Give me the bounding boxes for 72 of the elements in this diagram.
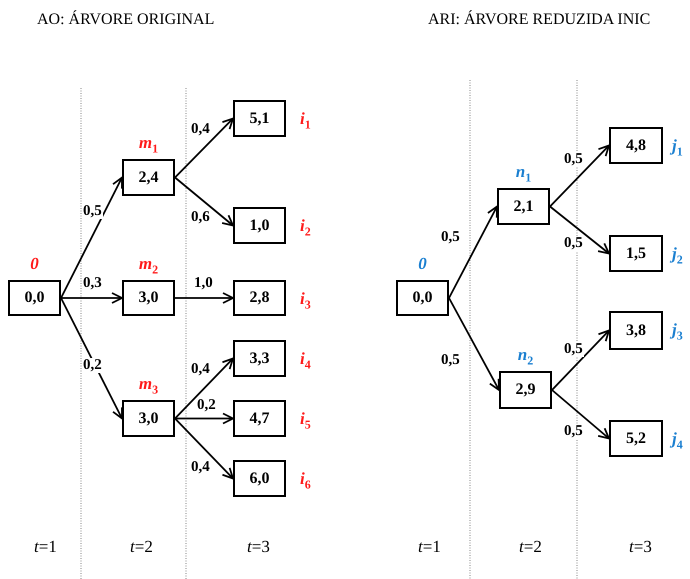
edge-label: 0,5 (563, 152, 584, 167)
edge-label: 0,4 (190, 362, 211, 377)
node-label: n$_{1}$ (516, 163, 532, 184)
edge-label: 0,2 (196, 398, 217, 413)
value-box: 2,1 (497, 188, 550, 225)
arrow (551, 389, 610, 440)
node-label: i$_{2}$ (300, 217, 311, 238)
arrow (174, 418, 234, 480)
arrow (175, 292, 234, 304)
tree-title: ARI: ÁRVORE REDUZIDA INIC (428, 12, 650, 28)
node-label: j$_{4}$ (672, 430, 683, 450)
node-label: 0 (418, 255, 427, 272)
edge-label: 1,0 (193, 276, 214, 291)
value-box: 6,0 (233, 460, 286, 497)
value-box: 4,7 (233, 400, 286, 437)
arrow (174, 358, 234, 420)
value-box: 2,9 (499, 371, 552, 409)
arrow (448, 298, 500, 391)
node-label: m$_{2}$ (138, 255, 158, 276)
arrow (549, 144, 610, 208)
period-label: t=3 (247, 538, 270, 555)
node-label: 0 (30, 255, 39, 272)
value-box: 3,3 (233, 340, 286, 377)
arrow (174, 176, 234, 226)
value-box: 5,1 (233, 100, 286, 137)
arrow (60, 176, 123, 298)
node-label: i$_{1}$ (300, 110, 311, 130)
edge-label: 0,3 (82, 276, 103, 291)
value-box: 0,0 (8, 280, 61, 316)
node-label: i$_{5}$ (300, 410, 311, 430)
node-label: j$_{3}$ (672, 321, 683, 342)
value-box: 2,4 (122, 159, 175, 196)
period-label: t=2 (519, 538, 542, 555)
arrow (549, 206, 610, 254)
period-label: t=2 (130, 538, 153, 555)
value-box: 1,5 (609, 235, 663, 272)
period-label: t=3 (629, 538, 652, 555)
edge-label: 0,4 (190, 460, 211, 475)
arrow (175, 412, 234, 424)
node-label: i$_{4}$ (300, 350, 311, 370)
value-box: 4,8 (609, 127, 663, 164)
node-label: m$_{3}$ (138, 375, 158, 396)
arrow (60, 298, 123, 420)
value-box: 1,0 (233, 207, 286, 244)
edge-label: 0,5 (563, 424, 584, 439)
value-box: 0,0 (396, 280, 449, 316)
edge-label: 0,5 (440, 353, 461, 368)
edge-label: 0,2 (82, 358, 103, 373)
edge-label: 0,5 (563, 236, 584, 251)
value-box: 2,8 (233, 280, 286, 316)
edge-label: 0,4 (190, 122, 211, 137)
edge-label: 0,5 (82, 204, 103, 219)
tree-title: AO: ÁRVORE ORIGINAL (37, 12, 214, 28)
value-box: 3,0 (122, 280, 175, 316)
value-box: 3,8 (609, 311, 663, 350)
node-label: i$_{6}$ (300, 470, 311, 490)
value-box: 5,2 (609, 420, 663, 457)
value-box: 3,0 (122, 400, 175, 437)
node-label: m$_{1}$ (138, 134, 158, 154)
arrow (174, 118, 234, 178)
period-label: t=1 (418, 538, 441, 555)
arrow (448, 206, 498, 298)
period-label: t=1 (34, 538, 57, 555)
edge-label: 0,5 (563, 342, 584, 357)
edge-label: 0,6 (190, 210, 211, 225)
edge-label: 0,5 (440, 230, 461, 245)
node-label: j$_{2}$ (672, 245, 683, 266)
node-label: j$_{1}$ (672, 137, 683, 158)
arrow (551, 330, 610, 391)
arrow (61, 292, 123, 304)
node-label: i$_{3}$ (300, 290, 311, 310)
node-label: n$_{2}$ (518, 346, 534, 366)
